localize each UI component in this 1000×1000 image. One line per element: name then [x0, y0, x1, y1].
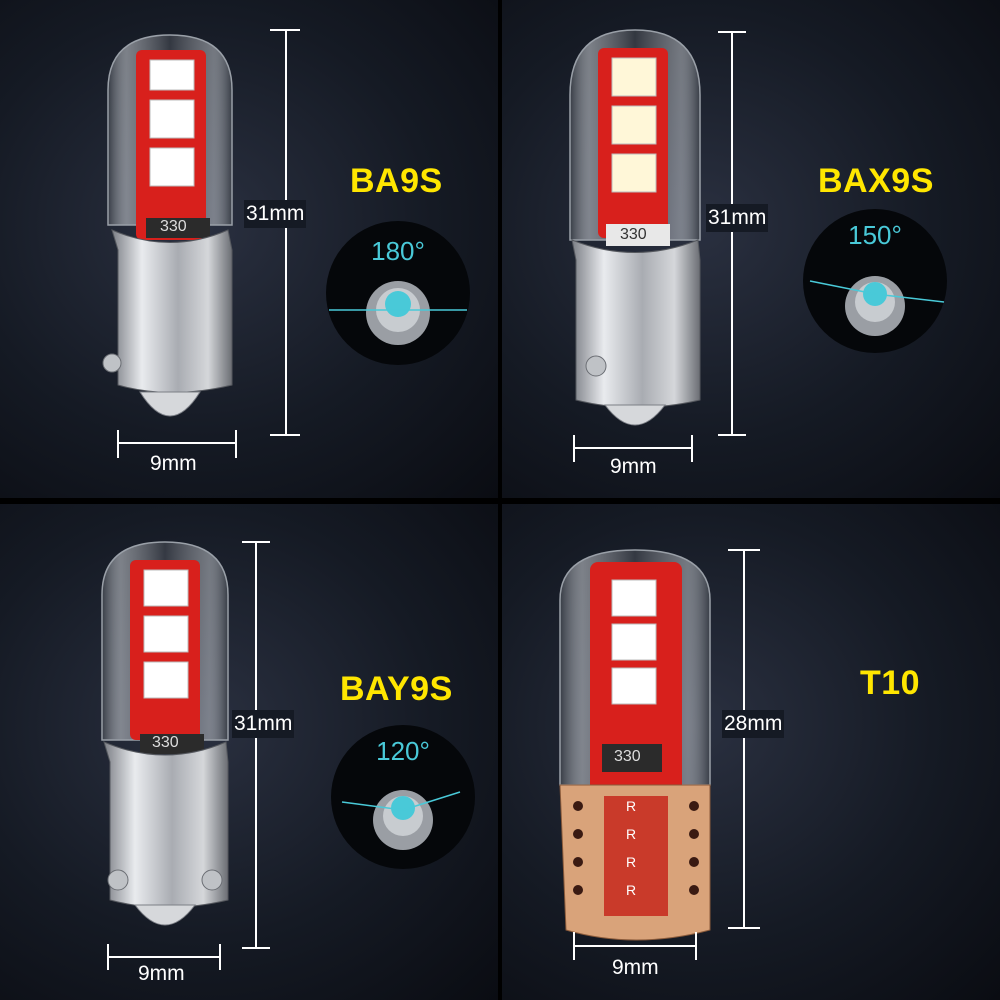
beam-angle-view: 150°	[800, 206, 950, 356]
height-label: 31mm	[244, 200, 307, 228]
bulb-ba9s	[102, 29, 300, 458]
beam-angle-label: 120°	[376, 736, 430, 766]
model-label: BA9S	[350, 162, 443, 200]
panel-bay9s: 330 31mm 9mm BAY9S 120°	[0, 500, 500, 1000]
model-label: T10	[860, 664, 921, 702]
model-label: BAX9S	[818, 162, 934, 200]
beam-angle-label: 150°	[848, 220, 902, 250]
resistor-label: R	[626, 826, 637, 842]
chip-label: 330	[152, 734, 179, 751]
panel-t10: 330 R R R R 28mm 9mm T10	[500, 500, 1000, 1000]
height-label: 31mm	[232, 710, 295, 738]
bulb-bay9s	[101, 541, 270, 970]
beam-angle-label: 180°	[371, 236, 425, 266]
width-label: 9mm	[612, 956, 659, 979]
model-label: BAY9S	[340, 670, 453, 708]
beam-angle-view: 120°	[328, 722, 478, 872]
panel-ba9s: 330 31mm 9mm BA9S 180°	[0, 0, 500, 500]
chip-label: 330	[620, 226, 647, 243]
bulb-bax9s	[569, 29, 746, 462]
panel-bax9s: 330 31mm 9mm BAX9S 150°	[500, 0, 1000, 500]
resistor-label: R	[626, 882, 637, 898]
height-label: 31mm	[706, 204, 769, 232]
bulb-t10	[559, 549, 760, 960]
resistor-label: R	[626, 854, 637, 870]
resistor-label: R	[626, 798, 637, 814]
width-label: 9mm	[138, 962, 185, 985]
width-label: 9mm	[150, 452, 197, 475]
chip-label: 330	[160, 218, 187, 235]
panel-divider-horizontal	[0, 498, 1000, 504]
height-label: 28mm	[722, 710, 785, 738]
width-label: 9mm	[610, 455, 657, 478]
chip-label: 330	[614, 748, 641, 765]
beam-angle-view: 180°	[323, 218, 473, 368]
